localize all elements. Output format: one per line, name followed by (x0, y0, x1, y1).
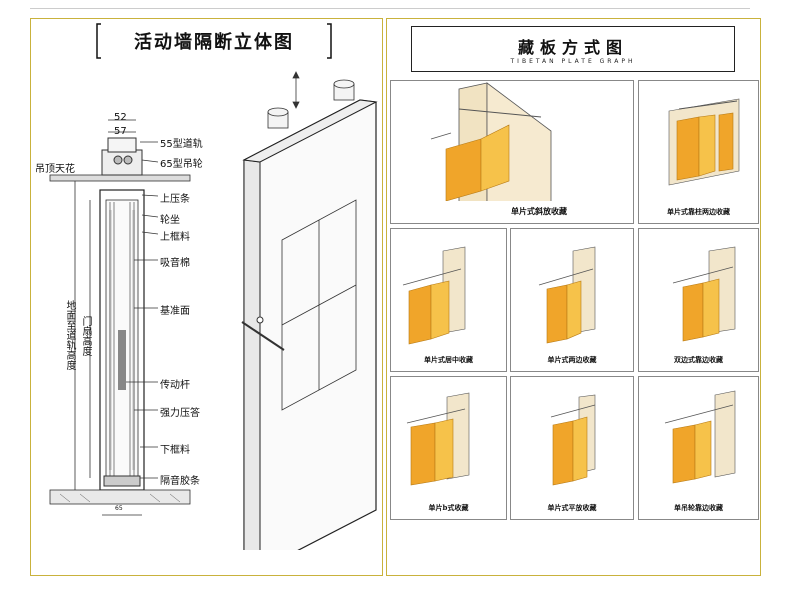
label-base-surface: 基准面 (160, 306, 190, 317)
storage-cell-3: 单片式居中收藏 (390, 228, 507, 372)
right-title: 藏板方式图 (517, 37, 628, 57)
storage-cell-8: 单吊轮靠边收藏 (638, 376, 759, 520)
dim-top: 52 (114, 112, 127, 123)
cell-3-caption: 单片式居中收藏 (424, 355, 473, 364)
bottom-dim: 65 (115, 505, 123, 512)
left-title-box: 活动墙隔断立体图 (105, 26, 323, 56)
cell-8-caption: 单吊轮靠边收藏 (674, 503, 723, 512)
left-panel (30, 18, 383, 576)
cell-7-caption: 单片式平放收藏 (547, 503, 597, 512)
label-transmission-rod: 传动杆 (160, 380, 190, 391)
cell-1-caption: 单片式斜放收藏 (511, 206, 567, 216)
storage-cell-6: 单片b式收藏 (390, 376, 507, 520)
cell-4-caption: 单片式两边收藏 (547, 355, 597, 364)
label-strong-press: 强力压答 (160, 408, 200, 419)
label-sound-cotton: 吸音棉 (160, 258, 190, 269)
left-title: 活动墙隔断立体图 (134, 32, 294, 53)
cell-6-caption: 单片b式收藏 (428, 503, 469, 512)
label-upper-press: 上压条 (160, 194, 190, 205)
label-sound-strip: 隔音胶条 (160, 476, 200, 487)
storage-cell-4: 单片式两边收藏 (510, 228, 634, 372)
section-drawing (49, 119, 191, 516)
door-3d-drawing (241, 71, 378, 550)
label-lower-frame: 下框料 (160, 445, 190, 456)
label-wheel-seat: 轮坐 (160, 215, 180, 226)
storage-cell-2: 单片式靠柱两边收藏 (638, 80, 759, 224)
label-floor-to-rail: 地面至道轨高度 (64, 300, 75, 370)
storage-cell-7: 单片式平放收藏 (510, 376, 634, 520)
right-title-box: 藏板方式图 TIBETAN PLATE GRAPH (411, 26, 735, 72)
right-subtitle: TIBETAN PLATE GRAPH (510, 57, 636, 65)
dim-second: 57 (114, 126, 127, 137)
cell-5-caption: 双边式靠边收藏 (674, 355, 723, 364)
top-rule (30, 8, 750, 9)
label-door-height: 门扇高度 (80, 316, 91, 356)
right-panel (386, 18, 761, 576)
label-upper-frame: 上框料 (160, 232, 190, 243)
cell-2-caption: 单片式靠柱两边收藏 (667, 207, 730, 216)
storage-cell-1: 单片式斜放收藏 (390, 80, 634, 224)
label-rail: 55型道轨 (160, 139, 203, 150)
label-wheel: 65型吊轮 (160, 159, 203, 170)
label-ceiling: 吊顶天花 (35, 164, 75, 175)
left-title-brackets (96, 23, 332, 59)
storage-cell-5: 双边式靠边收藏 (638, 228, 759, 372)
